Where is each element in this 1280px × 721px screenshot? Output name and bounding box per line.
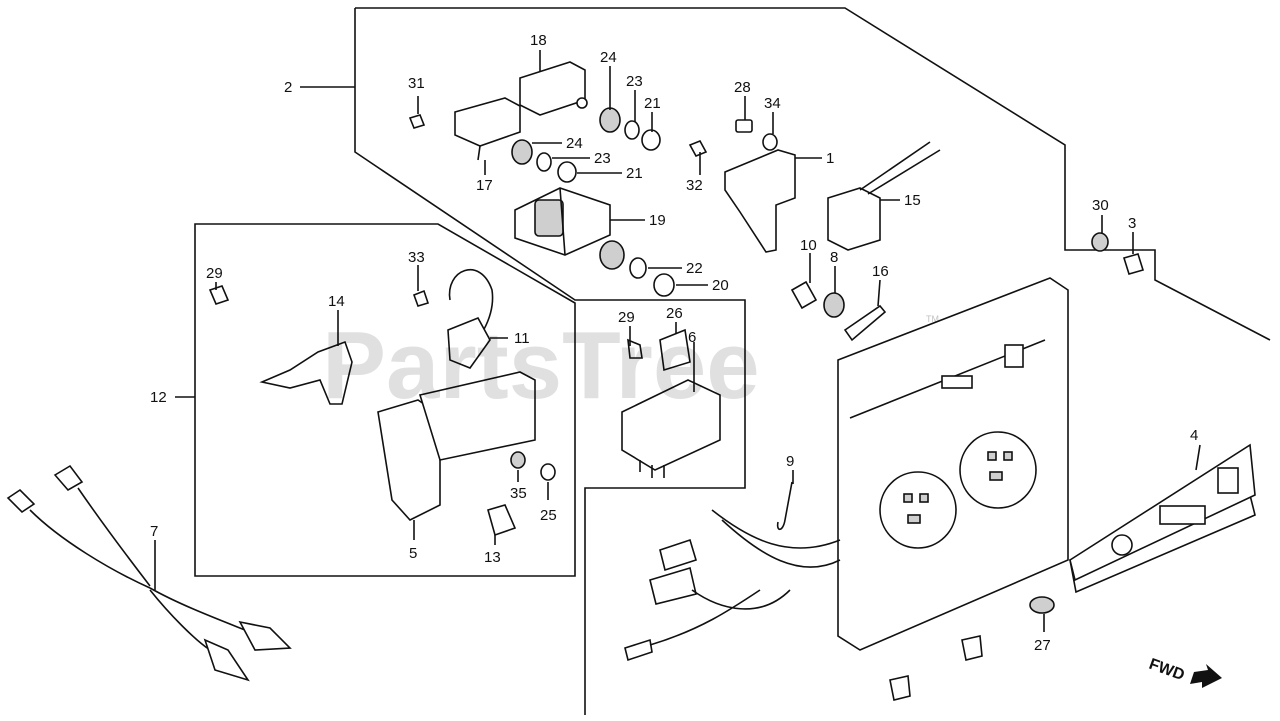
callout-8: 8 [830,249,838,266]
callout-29: 29 [618,309,635,326]
callout-3: 3 [1128,215,1136,232]
callout-5: 5 [409,545,417,562]
callout-17: 17 [476,177,493,194]
callout-21: 21 [626,165,643,182]
solenoid-group [408,61,1145,342]
callout-11: 11 [514,330,530,347]
callout-4: 4 [1190,427,1198,444]
callout-2: 2 [284,79,292,96]
bracket-group [208,269,556,537]
callout-22: 22 [686,260,703,277]
callout-7: 7 [150,523,158,540]
callout-24: 24 [566,135,583,152]
callout-24: 24 [600,49,617,66]
callout-26: 26 [666,305,683,322]
callout-34: 34 [764,95,781,112]
callout-29: 29 [206,265,223,282]
callout-35: 35 [510,485,527,502]
fwd-label: FWD [1147,656,1187,684]
callout-23: 23 [594,150,611,167]
callout-labels: 2 31 18 24 23 21 24 23 21 17 19 22 20 32… [150,32,1198,654]
watermark-text: PartsTree [322,312,760,419]
leader-lines [154,50,1201,632]
callout-15: 15 [904,192,921,209]
callout-33: 33 [408,249,425,266]
callout-21: 21 [644,95,661,112]
regulator-group [621,328,721,478]
wire-harness-7 [6,464,292,682]
watermark-trademark: TM [926,314,939,324]
callout-16: 16 [872,263,889,280]
callout-13: 13 [484,549,501,566]
callout-32: 32 [686,177,703,194]
callout-23: 23 [626,73,643,90]
callout-19: 19 [649,212,666,229]
callout-9: 9 [786,453,794,470]
callout-6: 6 [688,329,696,346]
callout-25: 25 [540,507,557,524]
forward-arrow-icon [1190,664,1222,688]
callout-14: 14 [328,293,345,310]
group-boundaries [194,7,1271,715]
callout-10: 10 [800,237,817,254]
callout-12: 12 [150,389,167,406]
forward-direction-indicator: FWD [1147,656,1222,688]
callout-31: 31 [408,75,425,92]
callout-1: 1 [826,150,834,167]
callout-27: 27 [1034,637,1051,654]
callout-20: 20 [712,277,729,294]
callout-30: 30 [1092,197,1109,214]
callout-28: 28 [734,79,751,96]
callout-18: 18 [530,32,547,49]
control-panel [624,277,1256,701]
